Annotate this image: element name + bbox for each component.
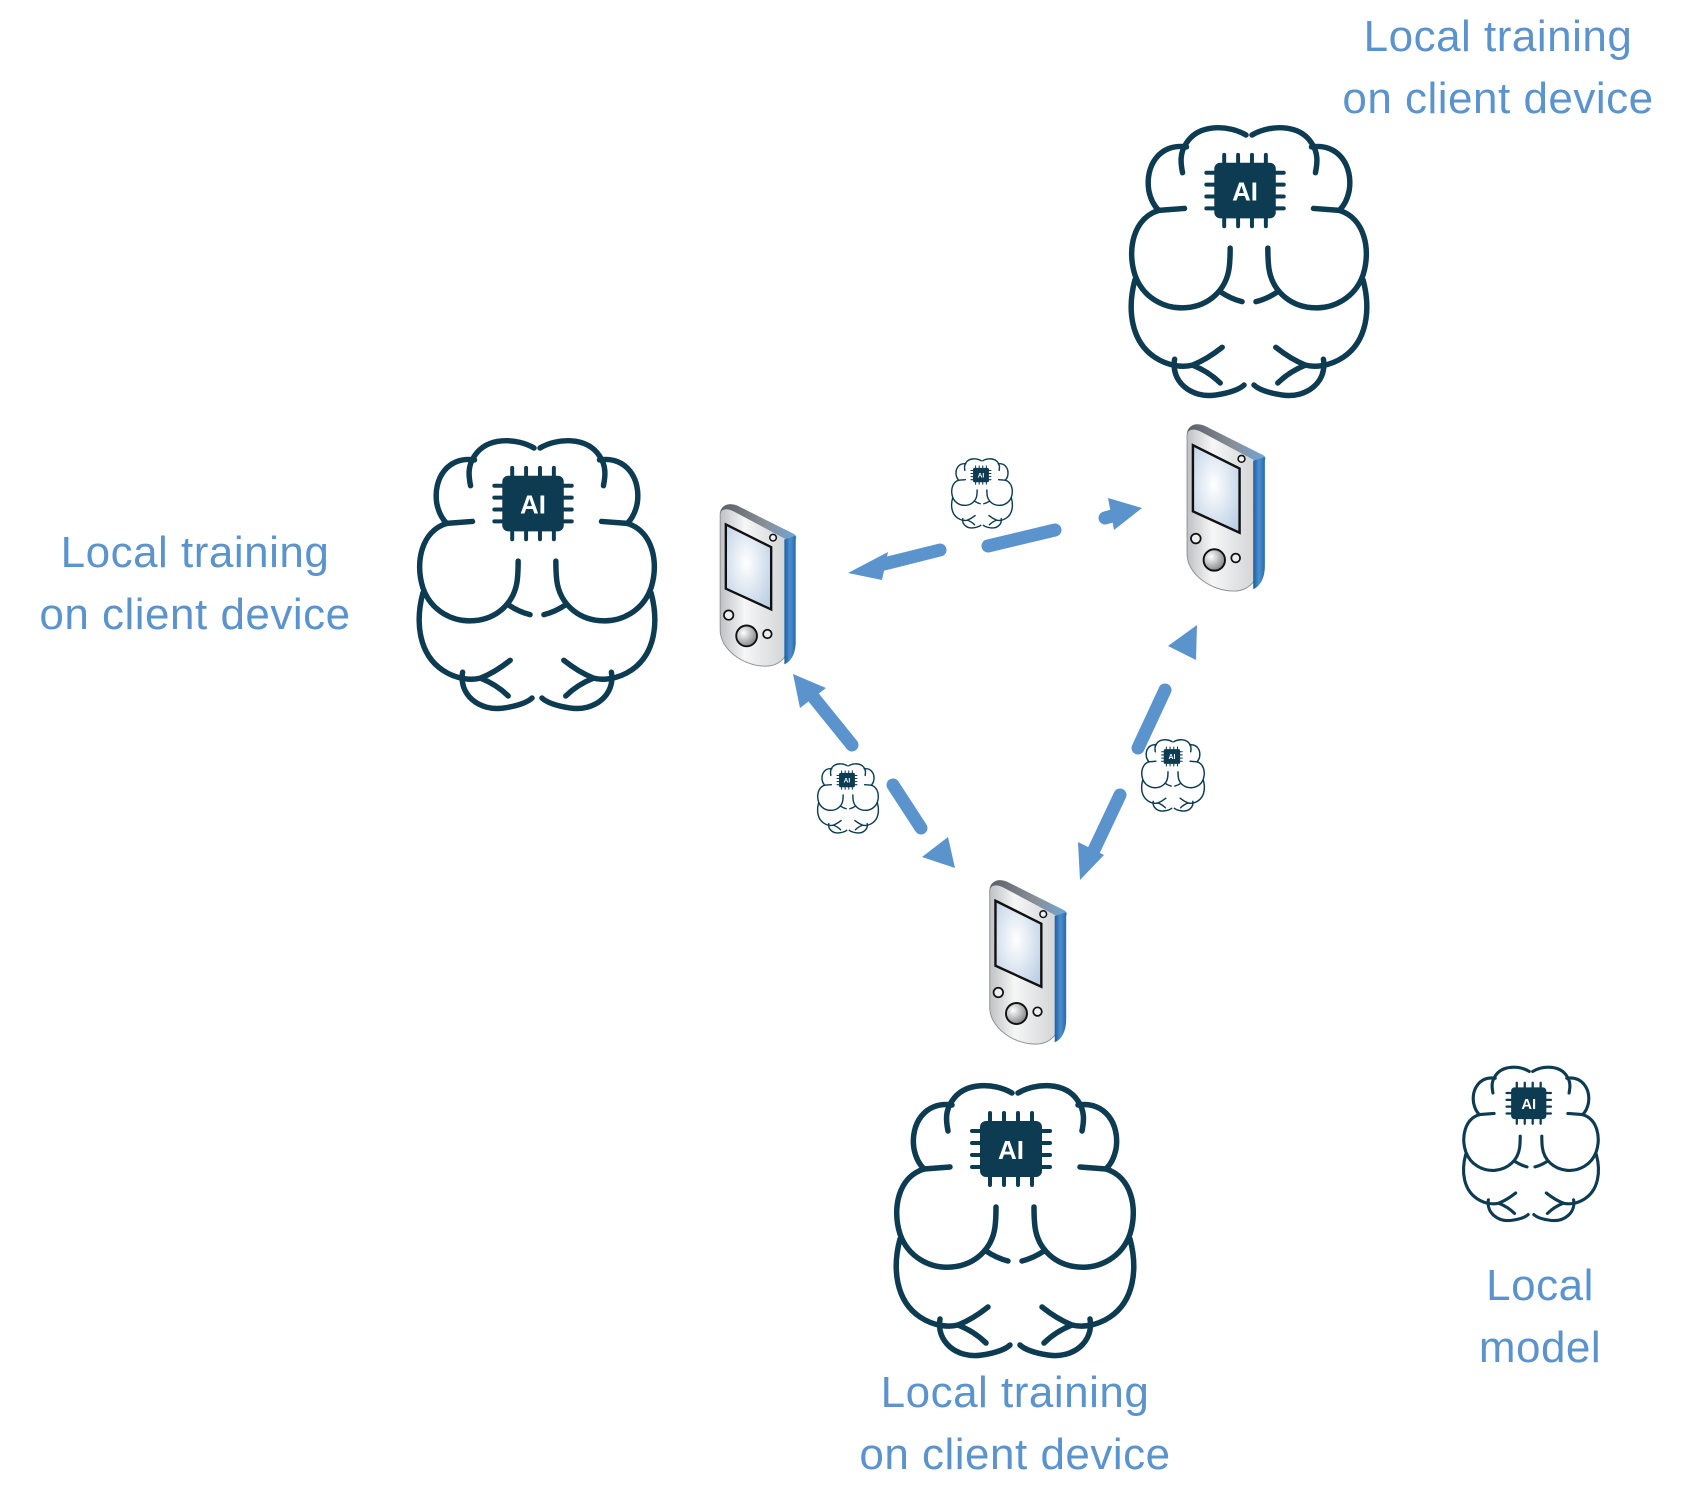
arrow-shaft — [886, 778, 928, 835]
arrow-shaft — [981, 523, 1062, 553]
smartphone-icon[interactable] — [1185, 423, 1267, 593]
label-line: Local training — [60, 528, 330, 577]
arrow-shaft — [873, 543, 947, 572]
ai-brain-icon — [896, 1086, 1133, 1356]
node-label-left: Local training on client device — [10, 522, 380, 646]
label-line: model — [1478, 1323, 1602, 1372]
smartphone-icon[interactable] — [718, 502, 798, 668]
node-label-top-right: Local training on client device — [1318, 6, 1678, 130]
arrow-head — [1168, 625, 1197, 660]
label-line: Local — [1486, 1261, 1594, 1310]
legend-brain-icon — [1461, 1065, 1601, 1223]
node-label-bottom: Local training on client device — [830, 1362, 1200, 1486]
arrow-shaft — [1131, 683, 1172, 755]
arrow-head — [1108, 498, 1142, 530]
label-line: on client device — [859, 1430, 1171, 1479]
ai-brain-icon — [1140, 739, 1206, 812]
arrow-head — [1078, 842, 1104, 880]
edge-top-right-bottom — [1078, 625, 1197, 880]
arrow-shaft — [803, 686, 859, 752]
arrow-head — [793, 674, 826, 708]
edge-left-bottom — [793, 674, 955, 868]
arrow-head — [922, 837, 955, 868]
ai-brain-icon — [419, 441, 655, 709]
arrow-shaft — [1087, 788, 1127, 857]
ai-brain-icon — [1131, 128, 1367, 396]
arrow-head — [848, 552, 888, 580]
label-line: Local training — [1363, 12, 1633, 61]
edge-left-top-right — [848, 498, 1142, 580]
arrow-shaft — [1098, 509, 1119, 525]
label-line: on client device — [1342, 74, 1654, 123]
label-line: Local training — [880, 1368, 1150, 1417]
label-line: on client device — [39, 590, 351, 639]
ai-brain-icon — [816, 763, 880, 834]
legend-label: Local model — [1440, 1255, 1640, 1379]
ai-brain-icon — [950, 458, 1014, 529]
smartphone-icon[interactable] — [988, 878, 1069, 1046]
